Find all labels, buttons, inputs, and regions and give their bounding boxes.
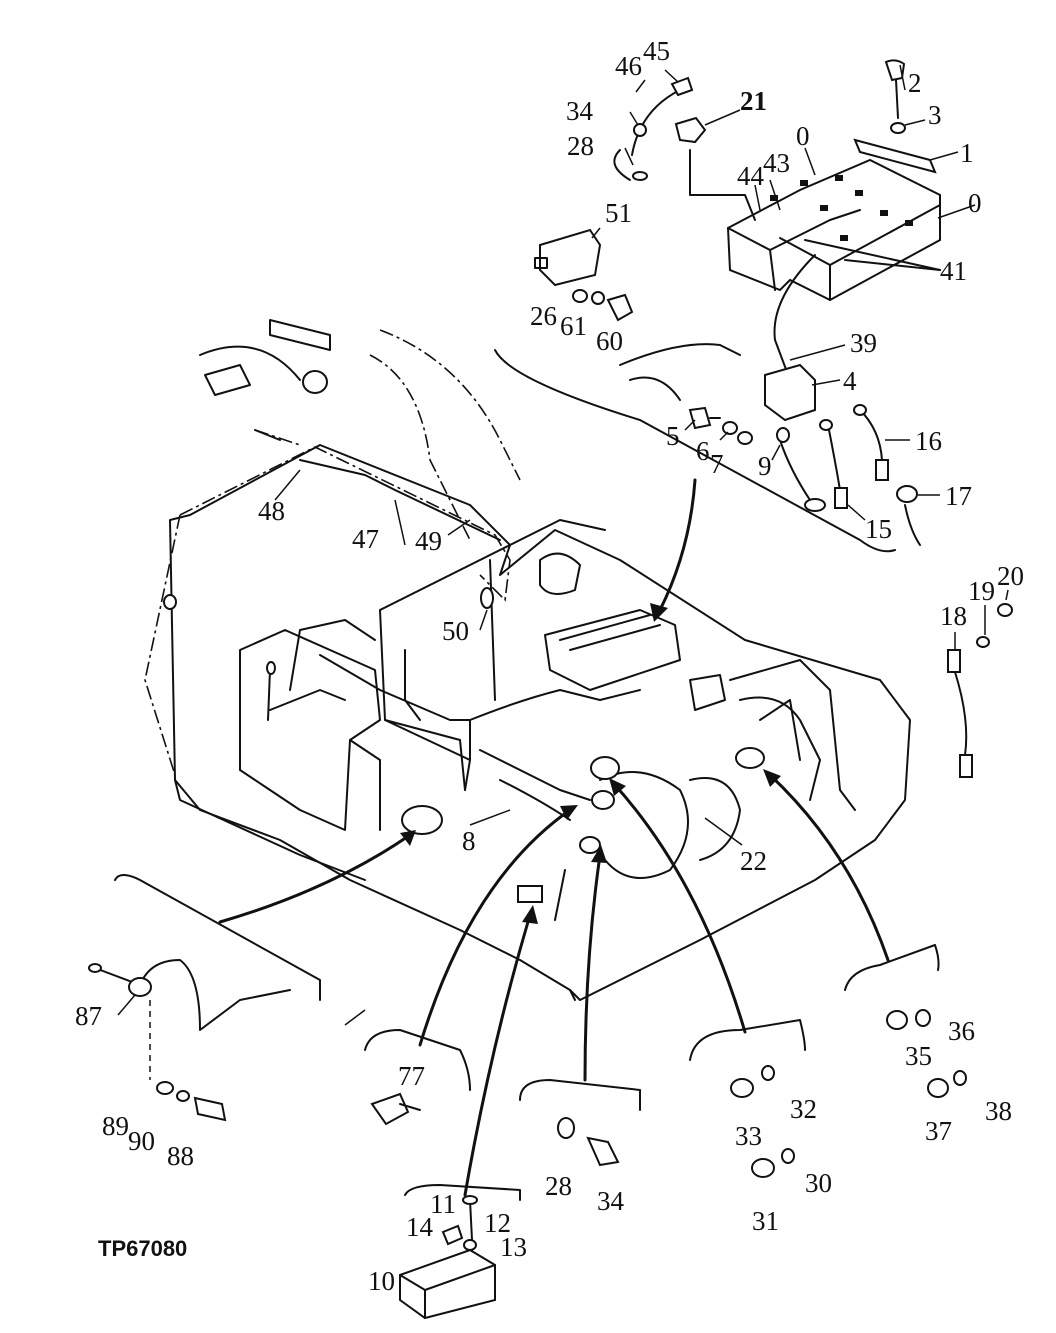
callout-22: 22 (740, 846, 767, 876)
callout-47: 47 (352, 524, 379, 554)
callout-46: 46 (615, 51, 642, 81)
callout-30: 30 (805, 1168, 832, 1198)
callout-7: 7 (710, 449, 724, 479)
callout-2: 2 (908, 68, 922, 98)
callout-88: 88 (167, 1141, 194, 1171)
callout-18: 18 (940, 601, 967, 631)
callout-60: 60 (596, 326, 623, 356)
callout-14: 14 (406, 1212, 434, 1242)
callout-45: 45 (643, 36, 670, 66)
callout-28: 28 (567, 131, 594, 161)
callout-49: 49 (415, 526, 442, 556)
callout-15: 15 (865, 514, 892, 544)
callout-3: 3 (928, 100, 942, 130)
callout-41: 41 (940, 256, 967, 286)
callout-12: 12 (484, 1208, 511, 1238)
callout-89: 89 (102, 1111, 129, 1141)
callout-10: 10 (368, 1266, 395, 1296)
callout-19: 19 (968, 576, 995, 606)
callout-48: 48 (258, 496, 285, 526)
callout-43: 43 (763, 148, 790, 178)
callout-51: 51 (605, 198, 632, 228)
callout-8: 8 (462, 826, 476, 856)
callout-20: 20 (997, 561, 1024, 591)
callout-90: 90 (128, 1126, 155, 1156)
callout-17: 17 (945, 481, 972, 511)
callout-77: 77 (398, 1061, 425, 1091)
ground-strap-group (947, 603, 1013, 778)
callout-61: 61 (560, 311, 587, 341)
callout-6: 6 (696, 436, 710, 466)
callout-35: 35 (905, 1041, 932, 1071)
leader-lines (117, 64, 1009, 1026)
callout-1: 1 (960, 138, 974, 168)
callout-44: 44 (737, 161, 765, 191)
callout-32: 32 (790, 1094, 817, 1124)
callout-38: 38 (985, 1096, 1012, 1126)
callout-36: 36 (948, 1016, 975, 1046)
machine-frame (144, 319, 911, 1001)
callout-50: 50 (442, 616, 469, 646)
callout-26: 26 (530, 301, 557, 331)
callout-21: 21 (740, 86, 767, 116)
callout-0: 0 (796, 121, 810, 151)
callout-31: 31 (752, 1206, 779, 1236)
callout-16: 16 (915, 426, 942, 456)
callout-33: 33 (735, 1121, 762, 1151)
bottom-detail-groups (88, 874, 967, 1320)
callout-34: 34 (566, 96, 594, 126)
callout-37: 37 (925, 1116, 952, 1146)
callout-0: 0 (968, 188, 982, 218)
callout-11: 11 (430, 1189, 456, 1219)
callout-87: 87 (75, 1001, 102, 1031)
callout-4: 4 (843, 366, 857, 396)
callout-5: 5 (666, 421, 680, 451)
callout-34: 34 (597, 1186, 625, 1216)
callout-39: 39 (850, 328, 877, 358)
figure-reference: TP67080 (98, 1236, 187, 1261)
callout-labels: 0 0 1 2 3 4 5 6 7 8 9 10 11 12 13 14 15 … (75, 36, 1024, 1296)
callout-13: 13 (500, 1232, 527, 1262)
callout-9: 9 (758, 451, 772, 481)
callout-28: 28 (545, 1171, 572, 1201)
leader-arrows (218, 239, 941, 1197)
